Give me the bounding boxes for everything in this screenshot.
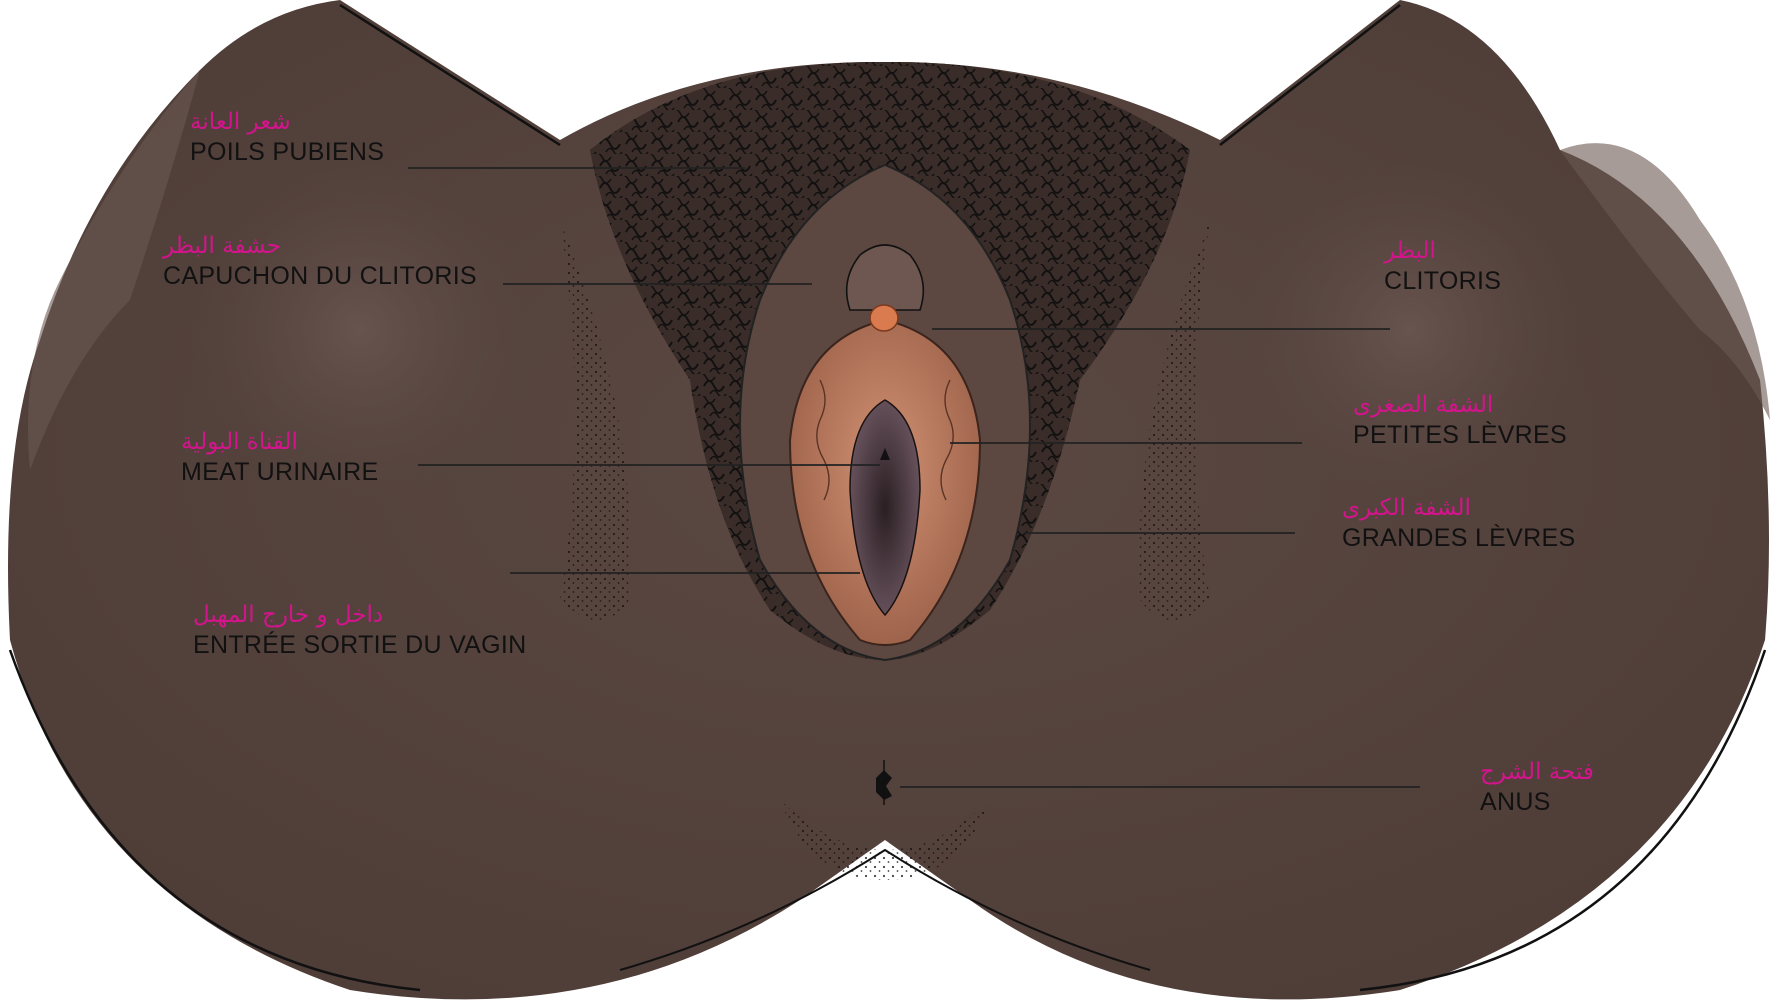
label-pubic-hair: شعر العانة POILS PUBIENS (190, 108, 384, 168)
label-urethral-meatus-ar: القناة البولية (181, 428, 378, 456)
label-anus: فتحة الشرج ANUS (1480, 758, 1594, 818)
label-clitoral-hood-fr: CAPUCHON DU CLITORIS (163, 260, 477, 292)
clitoris-glans (870, 305, 898, 331)
label-labia-majora: الشفة الكبرى GRANDES LÈVRES (1342, 494, 1575, 554)
label-anus-fr: ANUS (1480, 786, 1594, 818)
label-labia-majora-ar: الشفة الكبرى (1342, 494, 1575, 522)
label-labia-minora: الشفة الصغرى PETITES LÈVRES (1353, 391, 1567, 451)
label-labia-majora-fr: GRANDES LÈVRES (1342, 522, 1575, 554)
label-urethral-meatus-fr: MEAT URINAIRE (181, 456, 378, 488)
label-anus-ar: فتحة الشرج (1480, 758, 1594, 786)
label-pubic-hair-ar: شعر العانة (190, 108, 384, 136)
label-vaginal-opening-fr: ENTRÉE SORTIE DU VAGIN (193, 629, 527, 661)
label-clitoris: البظر CLITORIS (1384, 237, 1501, 297)
label-clitoris-fr: CLITORIS (1384, 265, 1501, 297)
label-vaginal-opening-ar: داخل و خارج المهبل (193, 601, 527, 629)
label-clitoris-ar: البظر (1384, 237, 1501, 265)
label-labia-minora-fr: PETITES LÈVRES (1353, 419, 1567, 451)
label-labia-minora-ar: الشفة الصغرى (1353, 391, 1567, 419)
label-pubic-hair-fr: POILS PUBIENS (190, 136, 384, 168)
label-clitoral-hood: حشفة البظر CAPUCHON DU CLITORIS (163, 232, 477, 292)
label-clitoral-hood-ar: حشفة البظر (163, 232, 477, 260)
label-vaginal-opening: داخل و خارج المهبل ENTRÉE SORTIE DU VAGI… (193, 601, 527, 661)
label-urethral-meatus: القناة البولية MEAT URINAIRE (181, 428, 378, 488)
